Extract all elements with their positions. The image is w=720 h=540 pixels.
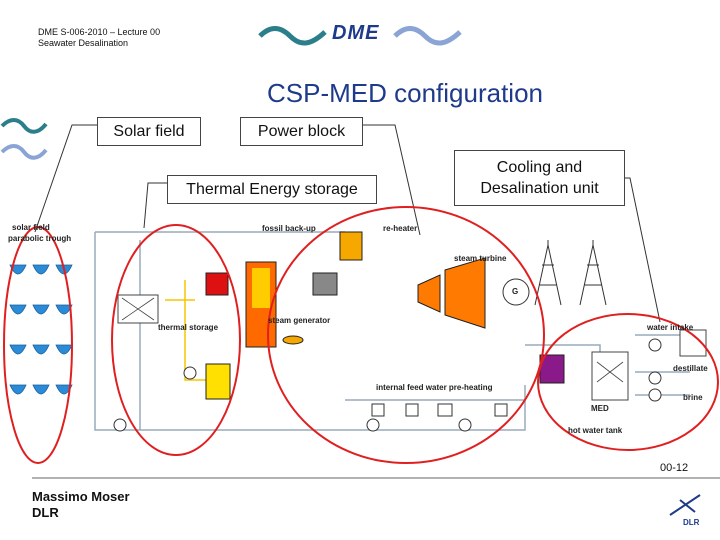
callout-lines <box>34 124 661 323</box>
dlr-logo-text: DLR <box>683 518 700 527</box>
storage-coil <box>121 297 155 321</box>
collector-2-1 <box>32 264 50 275</box>
dlr-logo-stroke-2 <box>679 499 696 513</box>
label-brine: brine <box>683 393 703 402</box>
cooling-desalination-line2: Desalination unit <box>480 180 599 197</box>
solar-collectors <box>9 264 73 395</box>
label-reheater: re-heater <box>383 224 418 233</box>
label-solar-field: solar field <box>12 223 50 232</box>
med-coil <box>596 361 624 383</box>
pump-storage <box>183 366 197 380</box>
thermal-energy-storage-box: Thermal Energy storage <box>167 175 377 204</box>
thermal-energy-storage-box-label: Thermal Energy storage <box>186 181 358 198</box>
side-wave-top <box>0 118 48 134</box>
collector-1-3 <box>9 344 27 355</box>
reheater-unit <box>339 231 363 261</box>
label-fossil-backup: fossil back-up <box>262 224 316 233</box>
pump-solar <box>113 418 127 432</box>
generator-symbol <box>502 278 530 306</box>
steam-drum <box>282 335 304 345</box>
hot-piping <box>165 280 215 381</box>
label-steam-turbine: steam turbine <box>454 254 507 263</box>
highlight-power-block <box>267 206 545 464</box>
solar-field-box-label: Solar field <box>113 123 185 140</box>
slide-number: 00-12 <box>660 462 689 474</box>
callout-power-block <box>363 124 421 236</box>
cooling-desalination-box: Cooling and Desalination unit <box>454 150 625 206</box>
preheater-block <box>205 363 231 400</box>
dlr-logo-icon <box>669 494 701 516</box>
highlight-solar-field <box>3 226 73 464</box>
feed-heater-2 <box>405 403 419 417</box>
dme-logo <box>258 26 462 46</box>
power-block-box: Power block <box>240 117 363 146</box>
collector-1-2 <box>9 304 27 315</box>
label-water-intake: water intake <box>647 323 694 332</box>
collector-2-2 <box>32 304 50 315</box>
turbine-lp <box>444 257 486 329</box>
solar-field-box: Solar field <box>97 117 201 146</box>
med-unit <box>591 351 629 401</box>
collector-3-2 <box>55 304 73 315</box>
label-parabolic-trough: parabolic trough <box>8 234 72 243</box>
power-block-box-label: Power block <box>257 123 346 140</box>
feed-heater-3 <box>494 403 508 417</box>
pylon-right <box>579 240 607 306</box>
collector-2-4 <box>32 384 50 395</box>
collector-3-4 <box>55 384 73 395</box>
pump-intake <box>648 338 662 352</box>
label-destillate: destillate <box>673 364 708 373</box>
fossil-backup-heater <box>205 272 229 296</box>
label-internal-feed-water: internal feed water pre-heating <box>376 383 493 392</box>
collector-2-3 <box>32 344 50 355</box>
pump-feed-1 <box>366 418 380 432</box>
highlight-cooling-desalination <box>537 313 719 451</box>
lecture-code: DME S-006-2010 – Lecture 00 <box>38 27 161 37</box>
logo-wave-left <box>258 26 327 46</box>
pump-feed-2 <box>458 418 472 432</box>
footer-author: Massimo Moser DLR <box>32 489 130 521</box>
callout-cooling <box>625 177 661 323</box>
turbine-hp <box>417 274 441 313</box>
logo-wave-right <box>393 26 462 46</box>
label-hot-water-tank: hot water tank <box>568 426 623 435</box>
pump-destillate <box>648 371 662 385</box>
dme-logo-text: DME <box>332 22 380 44</box>
feed-heaters <box>371 403 508 417</box>
side-waves <box>0 118 48 160</box>
pylon-left <box>534 240 562 306</box>
lecture-subject: Seawater Desalination <box>38 38 129 48</box>
callout-solar-field <box>34 124 97 233</box>
callout-thermal-storage <box>143 182 167 229</box>
label-med: MED <box>591 404 609 413</box>
slide-title-text: CSP-MED configuration <box>267 78 543 108</box>
highlight-thermal-storage <box>111 224 241 456</box>
cooling-desalination-line1: Cooling and <box>496 159 583 176</box>
lecture-header: DME S-006-2010 – Lecture 00 Seawater Des… <box>38 27 160 49</box>
collector-1-4 <box>9 384 27 395</box>
steam-generator-core <box>252 268 270 308</box>
pumps <box>113 338 662 432</box>
slide-title: CSP-MED configuration <box>0 78 720 109</box>
side-wave-bottom <box>0 144 48 160</box>
fossil-backup-tank <box>312 272 338 296</box>
feed-heater-1 <box>371 403 385 417</box>
main-loop <box>94 232 526 431</box>
label-generator: G <box>512 287 519 296</box>
hot-loop <box>184 280 215 381</box>
power-pylons <box>534 240 607 306</box>
deaerator <box>437 403 453 417</box>
collector-3-3 <box>55 344 73 355</box>
footer-author-name: Massimo Moser <box>32 489 130 504</box>
label-steam-generator: steam generator <box>268 316 331 325</box>
footer-author-org: DLR <box>32 505 59 520</box>
label-thermal-storage: thermal storage <box>158 323 219 332</box>
pump-brine <box>648 388 662 402</box>
highlight-ellipses <box>3 206 719 464</box>
